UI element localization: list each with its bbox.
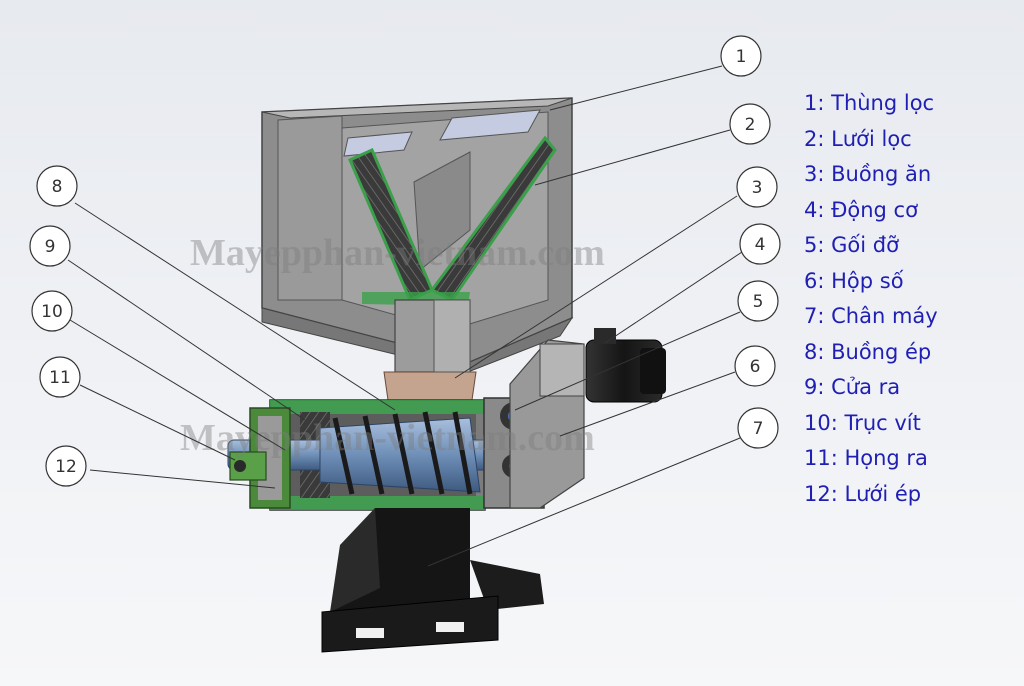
parts-legend: 1: Thùng lọc 2: Lưới lọc 3: Buồng ăn 4: … [804, 86, 938, 512]
legend-item: 12: Lưới ép [804, 481, 922, 506]
callout-12: 12 [45, 445, 87, 487]
legend-item: 5: Gối đỡ [804, 233, 899, 257]
svg-text:5: 5 [753, 292, 764, 312]
svg-text:12: 12 [55, 457, 77, 477]
legend-item: 8: Buồng ép [804, 339, 932, 364]
motor [585, 328, 666, 403]
leader-lines [67, 65, 743, 567]
callout-11: 11 [39, 356, 81, 398]
svg-text:3: 3 [752, 178, 763, 198]
callout-3: 3 [736, 166, 778, 208]
svg-text:4: 4 [755, 235, 766, 255]
legend-item: 10: Trục vít [804, 410, 921, 435]
filter-hopper [261, 97, 574, 373]
svg-text:10: 10 [41, 302, 63, 322]
bearing-gearbox [483, 339, 585, 509]
callout-1: 1 [720, 35, 762, 77]
callout-7: 7 [737, 407, 779, 449]
callout-5: 5 [737, 280, 779, 322]
legend-item: 1: Thùng lọc [804, 91, 935, 115]
legend-item: 4: Động cơ [804, 197, 918, 222]
machine-stand [321, 508, 544, 653]
legend-item: 6: Hộp số [804, 268, 904, 293]
watermark-top: Mayepphan-vietnam.com [190, 232, 605, 274]
watermark-bottom: Mayepphan-vietnam.com [180, 417, 595, 459]
svg-text:9: 9 [45, 237, 56, 257]
legend-item: 3: Buồng ăn [804, 162, 932, 186]
callout-4: 4 [739, 223, 781, 265]
svg-text:1: 1 [736, 47, 747, 67]
screw-shaft [227, 411, 549, 495]
feed-chamber [383, 299, 477, 401]
legend-item: 9: Cửa ra [804, 375, 901, 399]
svg-text:11: 11 [49, 368, 71, 388]
svg-text:7: 7 [753, 419, 764, 439]
svg-text:8: 8 [52, 177, 63, 197]
callout-10: 10 [31, 290, 73, 332]
callout-2: 2 [729, 103, 771, 145]
legend-item: 11: Họng ra [804, 446, 928, 470]
callout-9: 9 [29, 225, 71, 267]
callout-8: 8 [36, 165, 78, 207]
callout-6: 6 [734, 345, 776, 387]
legend-item: 2: Lưới lọc [804, 126, 912, 151]
svg-text:6: 6 [750, 357, 761, 377]
outlet-door [229, 407, 291, 509]
svg-text:2: 2 [745, 115, 756, 135]
legend-item: 7: Chân máy [804, 304, 938, 328]
